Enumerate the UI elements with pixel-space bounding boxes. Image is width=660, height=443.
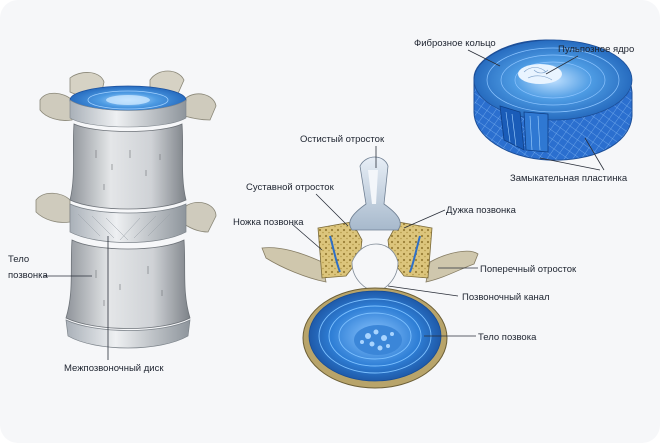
nucleus-leader-line [545, 55, 579, 75]
label-vertebral-body: Тело позвока [478, 332, 537, 343]
axial-vertebra-illustration [261, 156, 479, 389]
arch-leader-line [403, 209, 446, 229]
label-pedicle: Ножка позвонка [233, 217, 304, 228]
canal-leader-line [387, 285, 459, 297]
endplate-leader-line-2 [584, 137, 605, 171]
label-intervertebral-disc: Межпозвоночный диск [64, 363, 164, 374]
label-body-side-line2: позвонка [8, 270, 49, 281]
label-articular-process: Суставной отросток [246, 182, 335, 193]
endplate-leader-line-1 [539, 157, 601, 171]
articular-leader-line [315, 193, 349, 227]
label-fibrous-ring: Фиброзное кольцо [414, 38, 496, 49]
label-vertebral-arch: Дужка позвонка [446, 205, 517, 216]
intervertebral-disc-illustration [473, 39, 633, 161]
label-endplate: Замыкательная пластинка [510, 173, 628, 184]
label-transverse-process: Поперечный отросток [480, 264, 577, 275]
label-body-side-line1: Тело [8, 254, 29, 265]
label-spinal-canal: Позвоночный канал [462, 292, 550, 303]
pedicle-leader-line [291, 223, 323, 251]
label-nucleus-pulposus: Пульпозное ядро [558, 44, 634, 55]
vertebral-column-illustration [35, 70, 217, 349]
label-spinous-process: Остистый отросток [300, 134, 385, 145]
fibrous-leader-line [467, 49, 501, 67]
